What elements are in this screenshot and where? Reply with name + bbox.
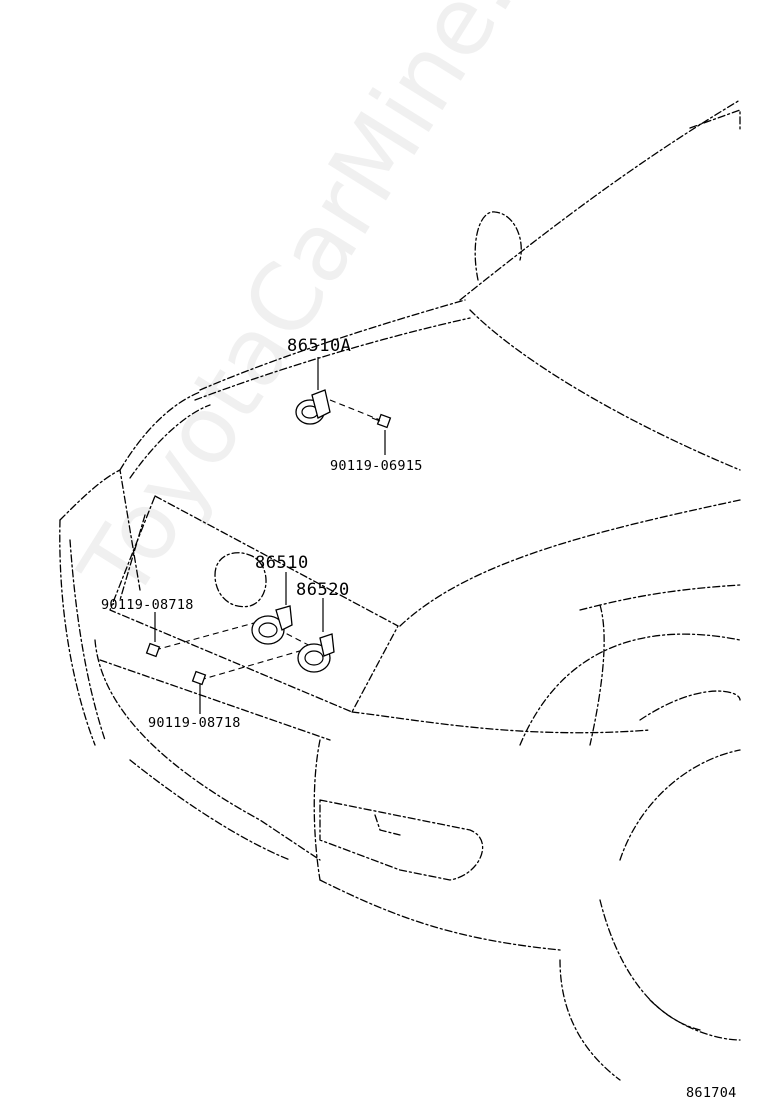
bolt-06915-drawing (371, 413, 392, 429)
part-label-90119-06915[interactable]: 90119-06915 (330, 458, 423, 474)
horn-86520-drawing (297, 633, 335, 673)
bolt-08718-upper-drawing (145, 642, 161, 658)
bolt-08718-lower-drawing (191, 670, 207, 686)
hood-edge (199, 299, 466, 391)
part-label-86520[interactable]: 86520 (296, 580, 350, 600)
grille-outline (109, 495, 399, 713)
fender-left (59, 469, 141, 591)
tire-outline (639, 690, 741, 721)
windshield-line (459, 99, 741, 301)
headlight-outline (214, 552, 267, 608)
part-label-90119-08718-lower[interactable]: 90119-08718 (148, 715, 241, 731)
drawing-id: 861704 (686, 1085, 737, 1101)
wheel-arch (519, 633, 741, 746)
mirror-outline (474, 211, 522, 281)
horn-86510-drawing (251, 605, 293, 645)
fog-lamp (319, 799, 484, 881)
horn-86510a-drawing (295, 389, 331, 425)
front-bumper (94, 639, 321, 861)
part-label-86510a[interactable]: 86510A (287, 336, 352, 356)
part-label-86510[interactable]: 86510 (255, 553, 309, 573)
part-label-90119-08718-upper[interactable]: 90119-08718 (101, 597, 194, 613)
